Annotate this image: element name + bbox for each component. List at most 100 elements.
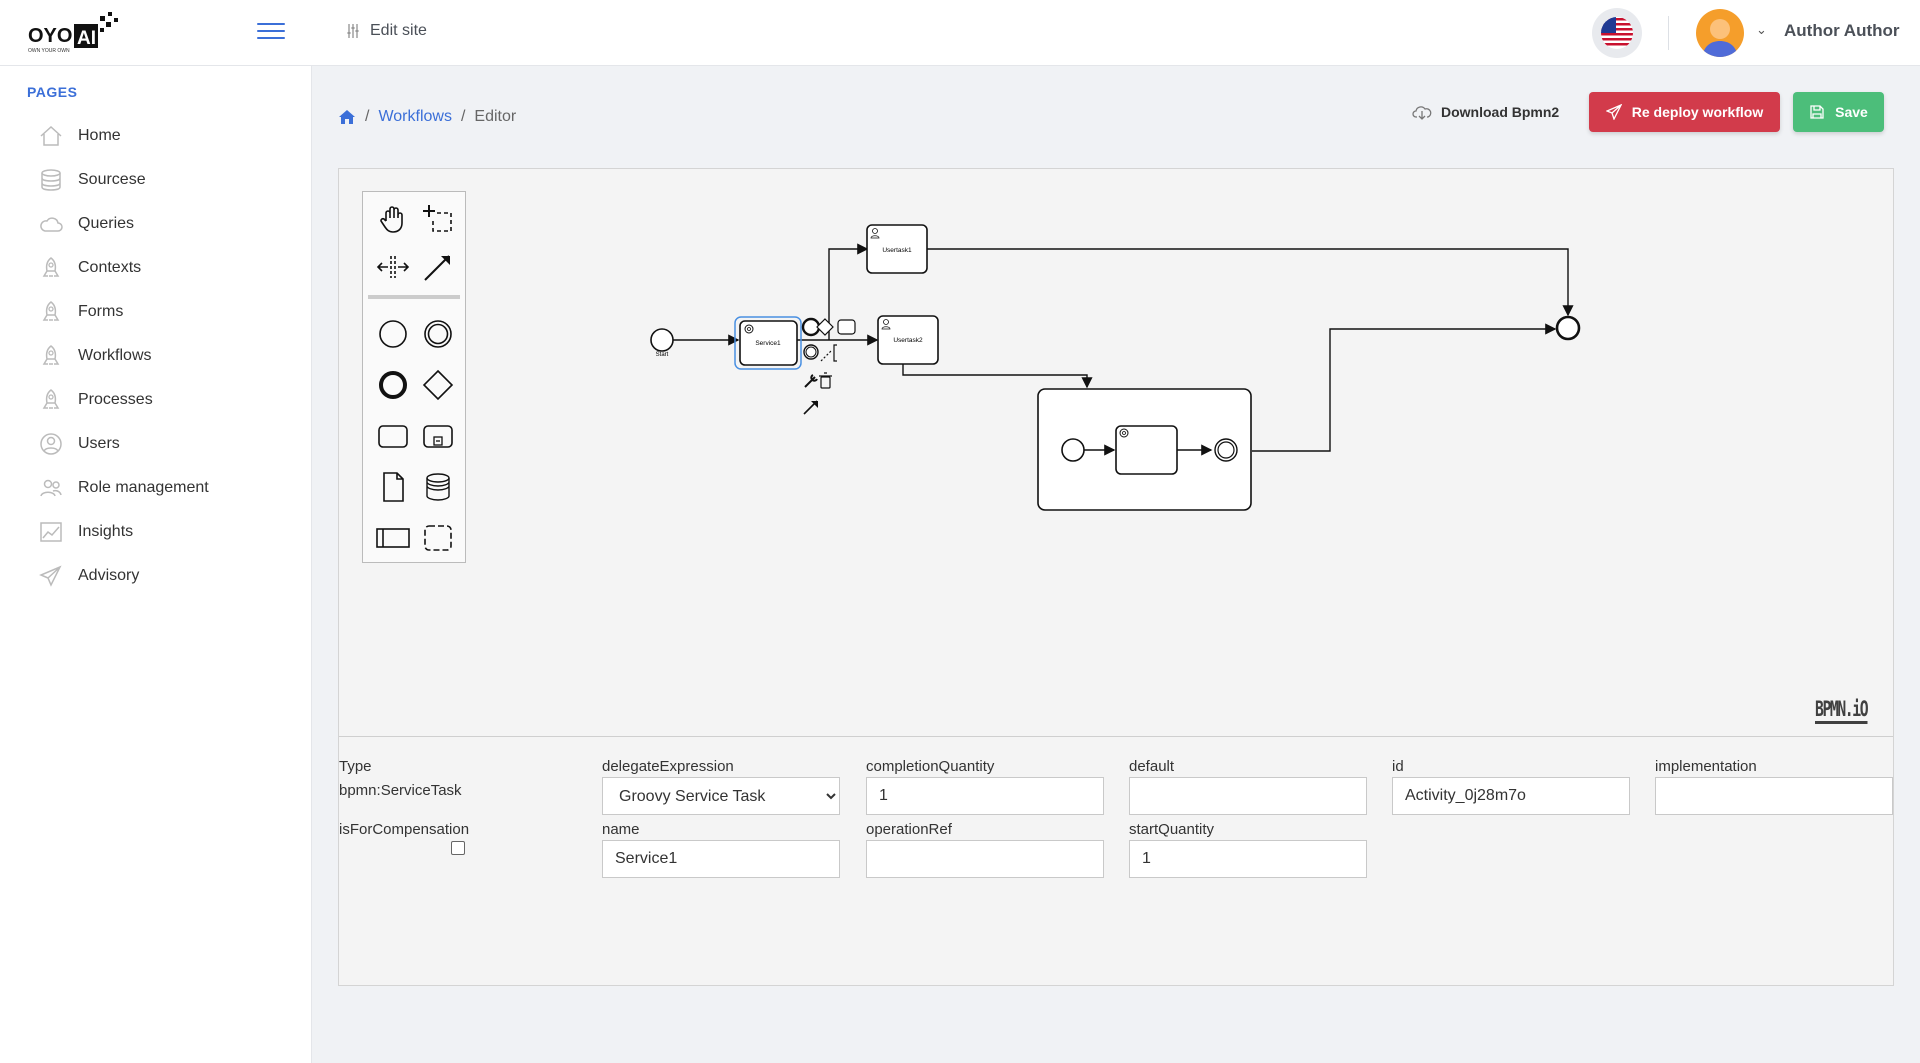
id-input[interactable]: Activity_0j28m7o (1392, 777, 1630, 815)
subprocess-icon[interactable] (419, 417, 457, 455)
prop-operation-ref: operationRef (866, 821, 1104, 878)
sidebar-item-processes[interactable]: Processes (38, 382, 153, 418)
user-task-2[interactable] (877, 315, 939, 365)
sequence-flow[interactable] (828, 243, 869, 340)
svg-text:OWN YOUR OWN: OWN YOUR OWN (28, 48, 70, 54)
prop-start-quantity: startQuantity 1 (1129, 821, 1367, 878)
svg-text:OYO: OYO (28, 25, 72, 47)
sidebar-item-contexts[interactable]: Contexts (38, 250, 141, 286)
user-name[interactable]: Author Author (1784, 21, 1900, 40)
sidebar-item-forms[interactable]: Forms (38, 294, 123, 330)
top-header: OYO AI OWN YOUR OWN Edit site (0, 0, 1920, 66)
end-event[interactable] (1555, 315, 1581, 341)
task-icon[interactable] (374, 417, 412, 455)
delegate-expression-select[interactable]: Groovy Service Task (602, 777, 840, 815)
start-event-icon[interactable] (374, 315, 412, 353)
prop-implementation: implementation (1655, 758, 1893, 815)
sidebar-item-advisory[interactable]: Advisory (38, 558, 139, 594)
users-icon (40, 479, 62, 497)
sidebar-item-role-management[interactable]: Role management (38, 470, 209, 506)
bpmn-io-watermark[interactable]: BPMN.iO (1815, 697, 1869, 724)
redeploy-workflow-button[interactable]: Re deploy workflow (1589, 92, 1780, 132)
home-icon[interactable] (338, 109, 356, 125)
pool-icon[interactable] (374, 519, 412, 557)
text-annotation-icon (820, 350, 832, 362)
prop-default: default (1129, 758, 1367, 815)
implementation-label: implementation (1655, 758, 1757, 775)
oyo-ai-logo[interactable]: OYO AI OWN YOUR OWN (26, 10, 128, 56)
end-event-icon[interactable] (374, 366, 412, 404)
context-pad[interactable] (801, 317, 856, 415)
name-label: name (602, 821, 640, 838)
implementation-input[interactable] (1655, 777, 1893, 815)
type-value: bpmn:ServiceTask (339, 782, 462, 799)
intermediate-event-icon[interactable] (419, 315, 457, 353)
menu-toggle-button[interactable] (255, 18, 287, 44)
user-avatar[interactable] (1696, 9, 1744, 57)
edit-site-label: Edit site (370, 22, 427, 39)
hand-tool-icon[interactable] (374, 199, 412, 237)
gear-icon (1119, 428, 1129, 438)
language-selector[interactable] (1592, 8, 1642, 58)
chevron-down-icon[interactable]: ⌄ (1756, 22, 1767, 37)
bpmn-editor-panel: Start Service1 Usertask1 (338, 168, 1894, 986)
lasso-tool-icon[interactable] (419, 199, 457, 237)
sidebar-item-insights[interactable]: Insights (38, 514, 133, 550)
rocket-icon (42, 389, 60, 409)
wrench-icon (804, 374, 818, 388)
operation-label: operationRef (866, 821, 952, 838)
svg-text:AI: AI (77, 28, 96, 49)
prop-completion-quantity: completionQuantity 1 (866, 758, 1104, 815)
sidebar-item-queries[interactable]: Queries (38, 206, 134, 242)
sequence-flow[interactable] (920, 248, 1574, 317)
start-quantity-label: startQuantity (1129, 821, 1215, 838)
sidebar-item-label: Queries (78, 215, 135, 232)
service-task[interactable] (739, 320, 798, 366)
operation-ref-input[interactable] (866, 840, 1104, 878)
group-icon[interactable] (419, 519, 457, 557)
header-divider (1668, 16, 1669, 50)
connect-tool-icon[interactable] (419, 248, 457, 286)
space-tool-icon[interactable] (374, 248, 412, 286)
default-input[interactable] (1129, 777, 1367, 815)
completion-quantity-input[interactable]: 1 (866, 777, 1104, 815)
rocket-icon (42, 345, 60, 365)
name-input[interactable]: Service1 (602, 840, 840, 878)
gateway-icon[interactable] (419, 366, 457, 404)
save-button[interactable]: Save (1793, 92, 1884, 132)
user-task-1[interactable] (866, 224, 928, 274)
start-quantity-input[interactable]: 1 (1129, 840, 1367, 878)
service-task-label: Service1 (755, 340, 781, 347)
sidebar-item-workflows[interactable]: Workflows (38, 338, 152, 374)
breadcrumb-workflows[interactable]: Workflows (378, 108, 452, 125)
sidebar-item-label: Users (78, 435, 120, 452)
sidebar-item-sourcese[interactable]: Sourcese (38, 162, 146, 198)
sidebar-item-label: Home (78, 127, 121, 144)
data-store-icon[interactable] (419, 468, 457, 506)
trash-icon (819, 372, 832, 389)
sidebar-item-label: Contexts (78, 259, 142, 276)
user-icon (40, 433, 62, 455)
bpmn-canvas[interactable]: Start Service1 Usertask1 (339, 169, 1893, 737)
chart-icon (40, 522, 62, 542)
bpmn-diagram: Start Service1 Usertask1 (650, 224, 1581, 511)
sequence-flow[interactable] (1252, 323, 1557, 452)
completion-label: completionQuantity (866, 758, 995, 775)
sequence-flow[interactable] (902, 360, 1093, 389)
sidebar-title: PAGES (27, 84, 78, 100)
sidebar-item-users[interactable]: Users (38, 426, 120, 462)
properties-panel: Type bpmn:ServiceTask delegateExpression… (339, 744, 1893, 985)
rocket-icon (42, 257, 60, 277)
data-object-icon[interactable] (374, 468, 412, 506)
sidebar-item-home[interactable]: Home (38, 118, 121, 154)
user-task-1-label: Usertask1 (882, 247, 912, 254)
breadcrumb-separator: / (460, 108, 466, 125)
is-for-compensation-checkbox[interactable] (451, 841, 465, 855)
download-bpmn2-button[interactable]: Download Bpmn2 (1412, 100, 1559, 124)
append-task-icon (837, 319, 856, 335)
user-icon (881, 319, 891, 330)
download-label: Download Bpmn2 (1441, 104, 1560, 120)
start-event[interactable] (650, 328, 674, 352)
subprocess-start-event[interactable] (1061, 438, 1085, 462)
edit-site-button[interactable]: Edit site (346, 22, 427, 40)
